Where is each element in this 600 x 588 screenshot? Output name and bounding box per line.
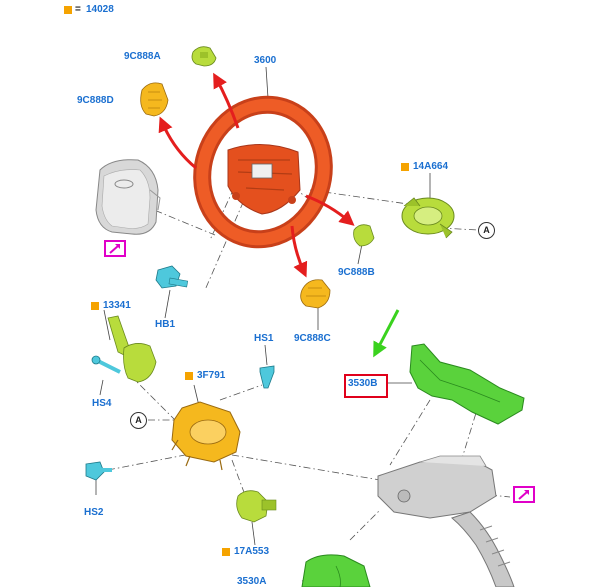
switch-9c888a (191, 46, 217, 67)
label-hs4: HS4 (92, 398, 112, 409)
label-9c888a: 9C888A (124, 51, 161, 62)
callout-arrow-icon-column[interactable] (513, 486, 535, 503)
label-9c888d: 9C888D (77, 95, 114, 106)
screw-hs4 (91, 355, 121, 374)
reference-a-left: A (130, 412, 147, 429)
label-hs2: HS2 (84, 507, 104, 518)
screw-hs2 (85, 461, 112, 481)
label-3530b: 3530B (348, 378, 378, 389)
arrow-up-right-icon (518, 490, 529, 500)
label-9c888c: 9C888C (294, 333, 331, 344)
marker-3f791 (185, 372, 193, 380)
label-hb1: HB1 (155, 319, 176, 330)
label-3530a: 3530A (237, 576, 267, 587)
shroud-3530a (301, 554, 371, 587)
reference-a-right: A (478, 222, 495, 239)
module-3f791 (171, 401, 241, 471)
label-3f791: 3F791 (197, 370, 226, 381)
legend-value: 14028 (86, 4, 114, 15)
red-arrows (158, 72, 355, 278)
leader-lines (95, 56, 431, 582)
airbag-module (95, 159, 161, 235)
highlight-3530b (344, 374, 388, 398)
marker-13341 (91, 302, 99, 310)
clockspring-14a664 (401, 197, 455, 239)
label-17a553: 17A553 (234, 546, 270, 557)
bolt-hb1 (155, 265, 189, 289)
switch-9c888c (300, 279, 331, 309)
marker-17a553 (222, 548, 230, 556)
connector-17a553 (236, 490, 277, 523)
steering-column (377, 455, 515, 587)
arrow-up-right-icon (109, 244, 120, 254)
switch-9c888b (353, 224, 375, 247)
green-arrow (373, 309, 400, 358)
label-hs1: HS1 (254, 333, 274, 344)
screw-hs1 (259, 365, 275, 389)
legend-symbol: = (75, 4, 81, 15)
steering-wheel (193, 95, 333, 249)
label-14a664: 14A664 (413, 161, 449, 172)
marker-14a664 (401, 163, 409, 171)
shroud-3530b (409, 343, 525, 425)
lever-13341 (107, 315, 157, 383)
legend-marker (64, 6, 72, 14)
label-13341: 13341 (103, 300, 131, 311)
label-9c888b: 9C888B (338, 267, 375, 278)
label-3600: 3600 (254, 55, 277, 66)
callout-arrow-icon-airbag[interactable] (104, 240, 126, 257)
switch-9c888d (140, 82, 169, 117)
